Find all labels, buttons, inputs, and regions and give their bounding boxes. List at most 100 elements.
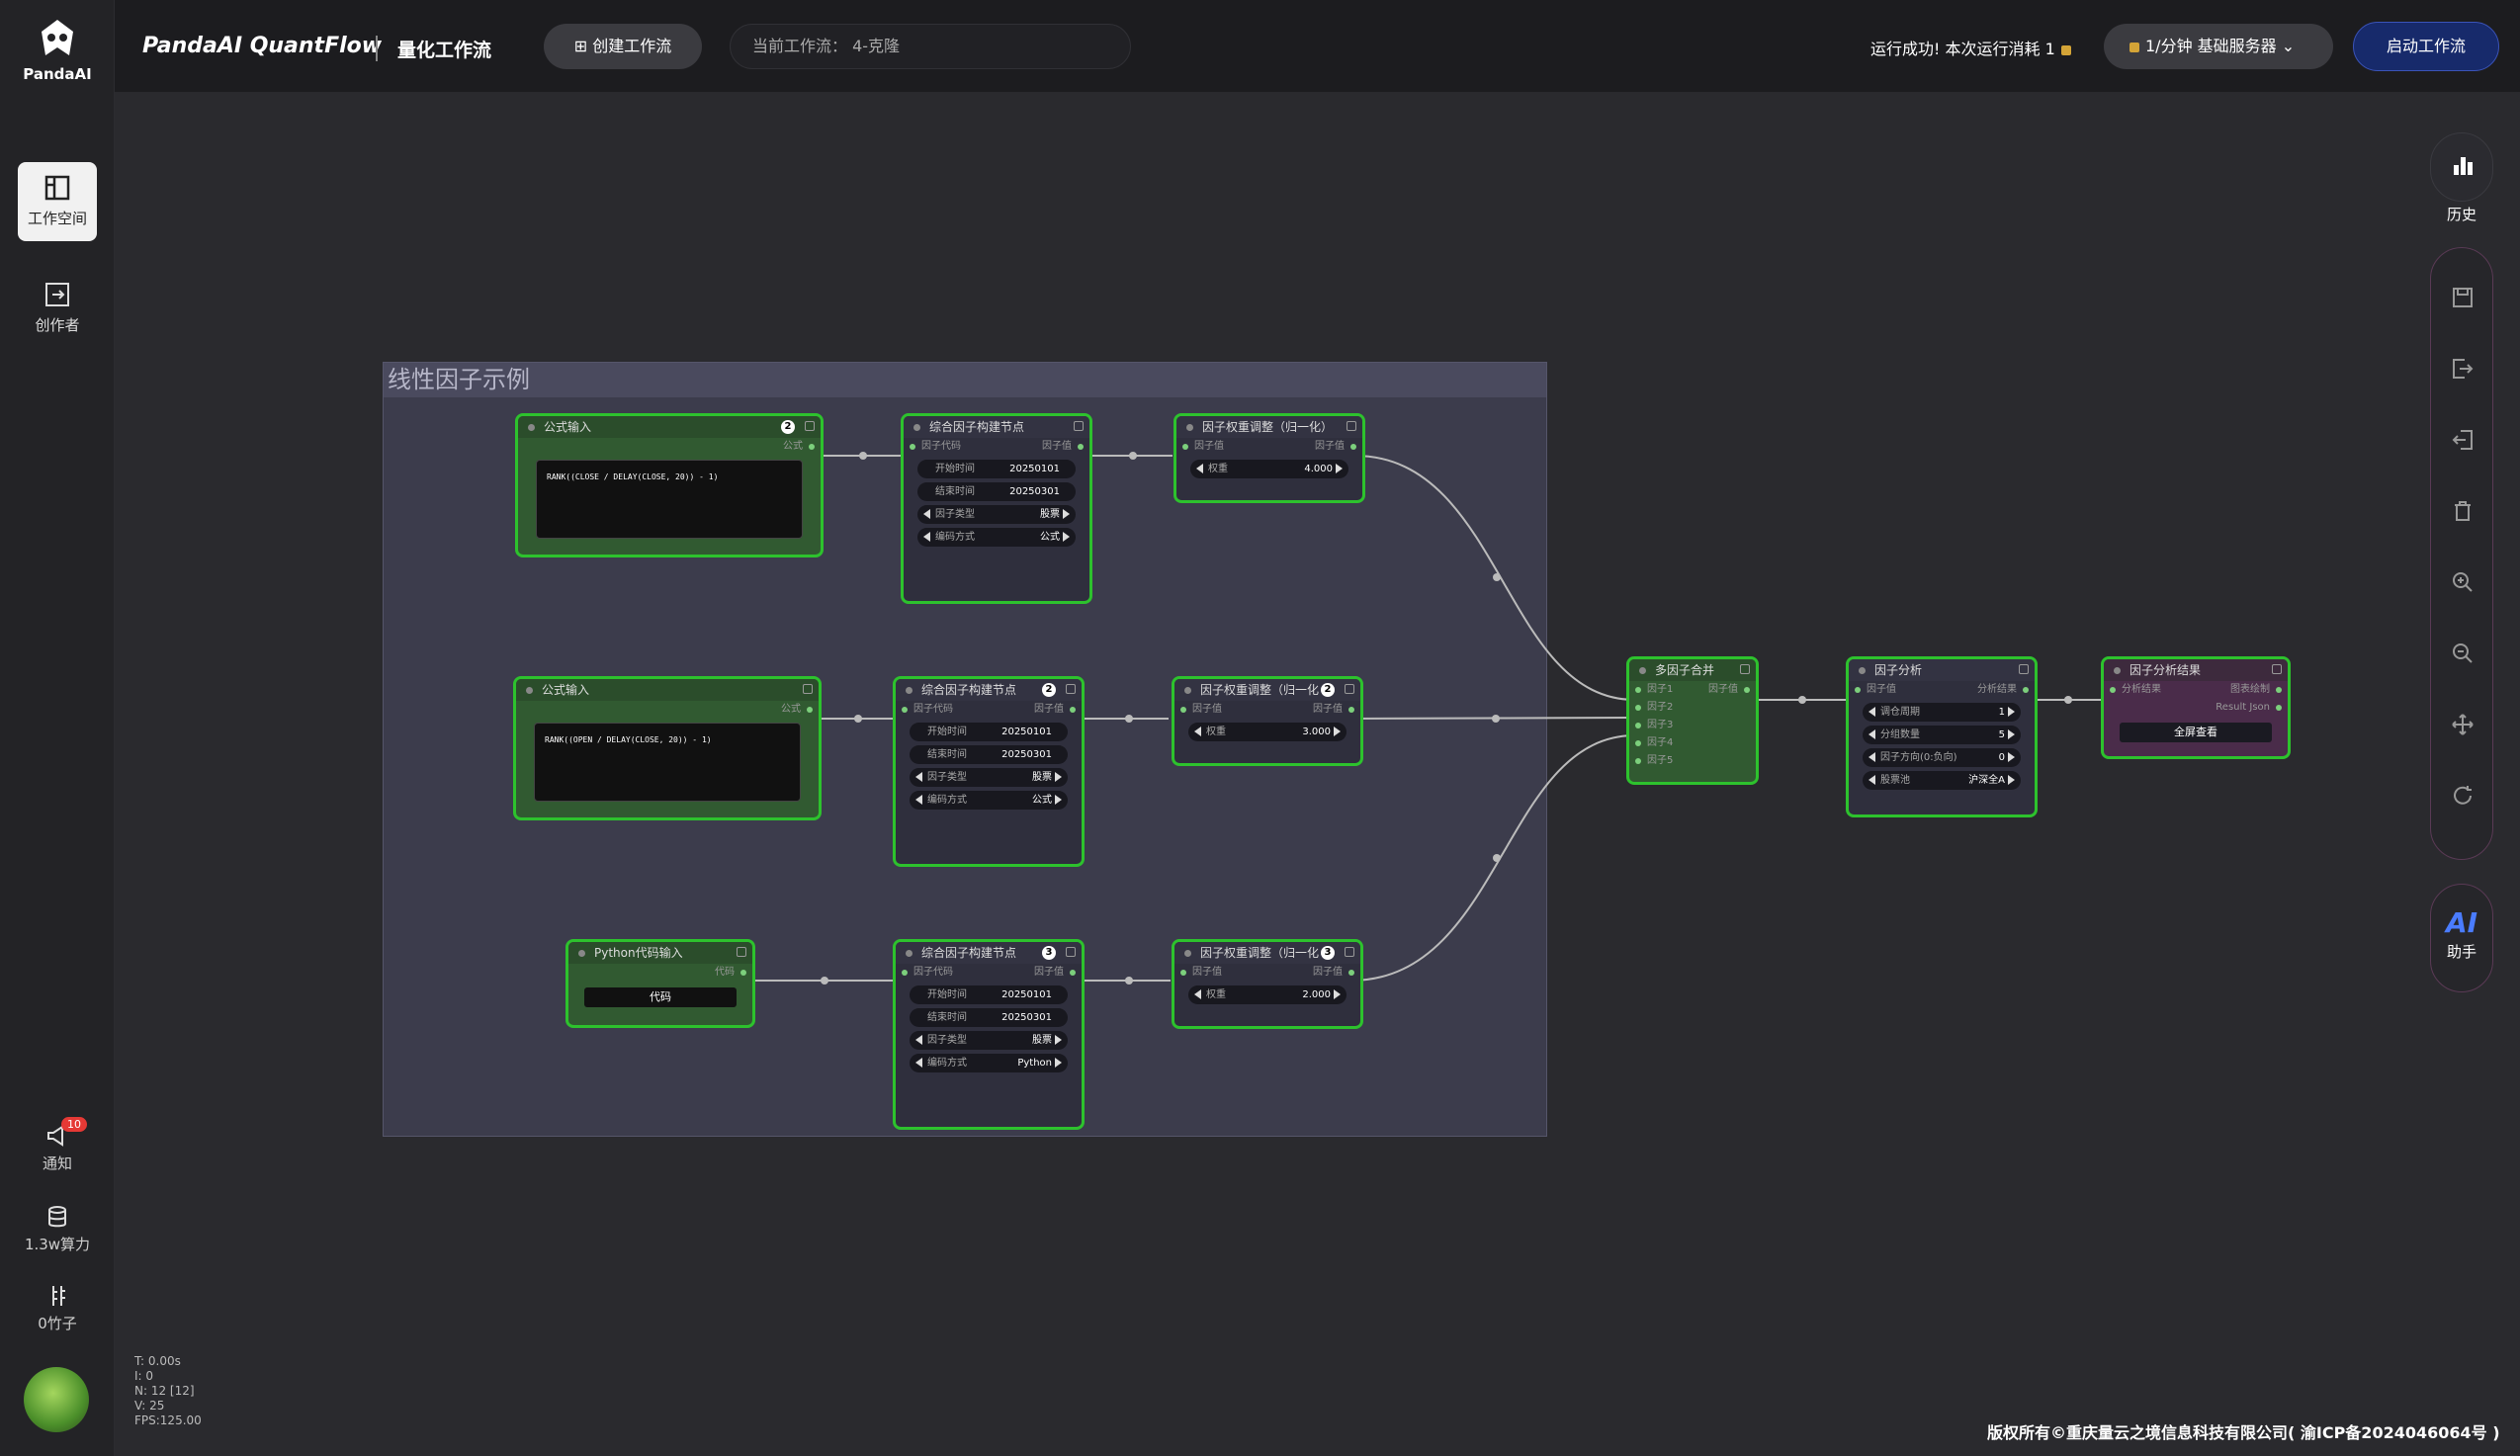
nav-notify[interactable]: 10 通知 [0,1117,115,1173]
input-port[interactable] [1635,723,1641,728]
expand-icon[interactable] [1740,664,1750,674]
input-port[interactable] [902,970,908,976]
refresh-icon[interactable] [2451,784,2475,808]
arrow-right-icon[interactable] [1063,532,1070,542]
server-select[interactable]: 1/分钟 基础服务器 ⌄ [2104,24,2333,69]
arrow-right-icon[interactable] [1055,1058,1062,1068]
output-port[interactable] [1350,444,1356,450]
expand-icon[interactable] [805,421,815,431]
expand-icon[interactable] [1345,684,1354,694]
export-icon[interactable] [2451,357,2475,381]
trash-icon[interactable] [2451,499,2475,523]
nav-compute[interactable]: 1.3w算力 [0,1204,115,1254]
arrow-left-icon[interactable] [1868,775,1875,785]
arrow-left-icon[interactable] [1868,752,1875,762]
output-port[interactable] [1744,687,1750,693]
output-port[interactable] [1078,444,1084,450]
arrow-left-icon[interactable] [915,1058,922,1068]
encoding-select[interactable]: 编码方式公式 [917,528,1076,547]
arrow-left-icon[interactable] [923,532,930,542]
factor-type-select[interactable]: 因子类型股票 [910,768,1068,787]
expand-icon[interactable] [803,684,813,694]
input-port[interactable] [2110,687,2116,693]
nav-creator[interactable]: 创作者 [18,273,97,352]
logo[interactable]: PandaAI [0,18,115,83]
arrow-left-icon[interactable] [1868,707,1875,717]
output-port[interactable] [2276,705,2282,711]
factor-type-select[interactable]: 因子类型股票 [910,1031,1068,1050]
create-workflow-button[interactable]: ⊞ 创建工作流 [544,24,702,69]
fullscreen-view-button[interactable]: 全屏查看 [2120,723,2272,742]
arrow-right-icon[interactable] [1334,727,1341,736]
node-header[interactable]: 综合因子构建节点 [904,416,1089,438]
avatar[interactable] [24,1367,89,1432]
arrow-left-icon[interactable] [1196,464,1203,473]
ai-assistant-button[interactable]: AI 助手 [2430,884,2493,992]
arrow-right-icon[interactable] [2008,752,2015,762]
input-port[interactable] [1180,970,1186,976]
output-port[interactable] [1348,970,1354,976]
current-workflow-field[interactable]: 当前工作流： 4-克隆 [730,24,1131,69]
arrow-right-icon[interactable] [2008,775,2015,785]
node-header[interactable]: 多因子合并 [1629,659,1756,681]
output-port[interactable] [740,970,746,976]
output-port[interactable] [1348,707,1354,713]
stock-pool-select[interactable]: 股票池沪深全A [1863,771,2021,790]
arrow-right-icon[interactable] [2008,729,2015,739]
node-formula-input-2[interactable]: 公式输入 公式 RANK((OPEN / DELAY(CLOSE, 20)) -… [513,676,822,820]
expand-icon[interactable] [1074,421,1084,431]
output-port[interactable] [1070,707,1076,713]
nav-bamboo[interactable]: 0竹子 [0,1283,115,1333]
factor-type-select[interactable]: 因子类型股票 [917,505,1076,524]
arrow-left-icon[interactable] [915,795,922,805]
input-port[interactable] [910,444,915,450]
expand-icon[interactable] [2272,664,2282,674]
arrow-left-icon[interactable] [915,1035,922,1045]
save-icon[interactable] [2451,286,2475,309]
zoom-out-icon[interactable] [2451,642,2475,665]
formula-code-editor[interactable]: RANK((CLOSE / DELAY(CLOSE, 20)) - 1) [536,460,803,539]
output-port[interactable] [2023,687,2029,693]
input-port[interactable] [1855,687,1861,693]
input-port[interactable] [1182,444,1188,450]
arrow-right-icon[interactable] [1055,795,1062,805]
expand-icon[interactable] [1066,684,1076,694]
arrow-right-icon[interactable] [1336,464,1343,473]
expand-icon[interactable] [1345,947,1354,957]
output-port[interactable] [1070,970,1076,976]
node-header[interactable]: 因子分析结果 [2104,659,2288,681]
arrow-left-icon[interactable] [1868,729,1875,739]
node-header[interactable]: 因子权重调整（归一化） [1176,416,1362,438]
arrow-right-icon[interactable] [2008,707,2015,717]
input-port[interactable] [902,707,908,713]
input-port[interactable] [1635,705,1641,711]
expand-icon[interactable] [1066,947,1076,957]
move-icon[interactable] [2451,713,2475,736]
expand-icon[interactable] [2019,664,2029,674]
factor-direction-stepper[interactable]: 因子方向(0:负向)0 [1863,748,2021,767]
python-code-button[interactable]: 代码 [584,987,737,1007]
arrow-left-icon[interactable] [915,772,922,782]
node-header[interactable]: 因子分析 [1849,659,2035,681]
output-port[interactable] [807,707,813,713]
start-workflow-button[interactable]: 启动工作流 [2353,22,2499,71]
input-port[interactable] [1635,740,1641,746]
arrow-left-icon[interactable] [1194,989,1201,999]
